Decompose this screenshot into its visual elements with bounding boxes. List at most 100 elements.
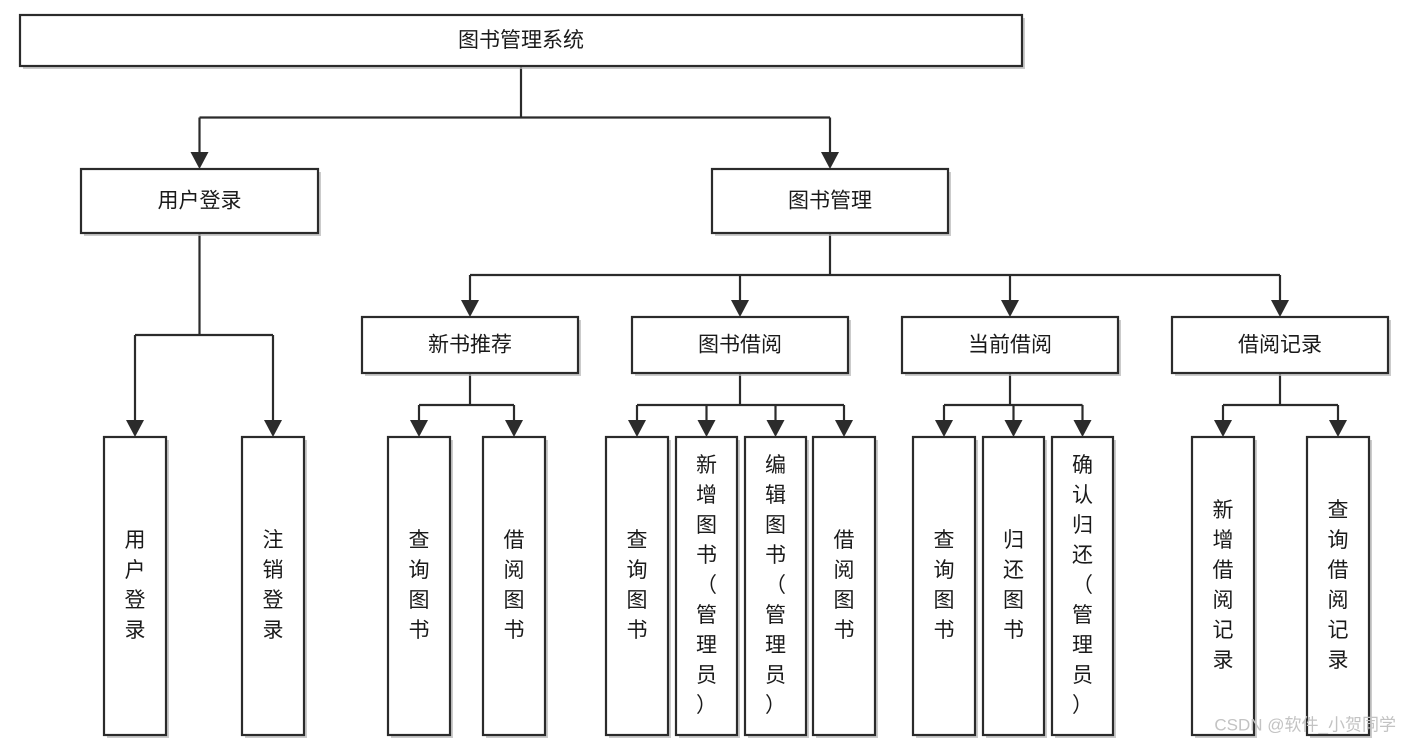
node-rect[interactable] [811,435,877,737]
node-label-char: 书 [504,619,525,642]
node-rect[interactable] [386,435,452,737]
arrow-head-icon [935,420,953,437]
node-label-char: 图 [409,589,430,612]
node-leaf-query-book-current[interactable]: 查询图书 [911,435,978,738]
node-rect[interactable] [360,315,580,375]
node-label: 用户登录 [125,529,146,642]
arrow-head-icon [821,152,839,169]
node-label-char: 新 [1213,499,1234,522]
node-rect[interactable] [604,435,670,737]
node-leaf-borrow-book[interactable]: 借阅图书 [811,435,878,738]
node-label-char: 询 [627,559,648,582]
node-label-char: 书 [934,619,955,642]
node-rect[interactable] [1050,435,1115,737]
node-rect[interactable] [240,435,306,737]
node-label-char: 阅 [1328,589,1349,612]
node-label-char: 录 [263,619,284,642]
node-label-char: 理 [1072,634,1093,657]
node-label: 归还图书 [1003,529,1024,642]
arrow-head-icon [731,300,749,317]
node-label: 查询图书 [409,529,430,642]
node-label: 用户登录 [158,190,242,213]
node-label-char: （ [1072,574,1093,597]
node-rect[interactable] [743,435,808,737]
connector-userlogin-to-leaves [126,233,282,437]
node-label-char: 理 [696,634,717,657]
node-label-char: ） [765,694,786,717]
node-current-borrow[interactable]: 当前借阅 [900,315,1121,376]
node-leaf-query-borrow-record[interactable]: 查询借阅记录 [1305,435,1372,738]
node-label-char: 员 [1072,664,1093,687]
node-rect[interactable] [102,435,168,737]
node-rect[interactable] [481,435,547,737]
node-rect[interactable] [1190,435,1256,737]
node-leaf-query-book-recommend[interactable]: 查询图书 [386,435,453,738]
node-label-char: 查 [934,529,955,552]
node-label-char: 户 [125,559,146,582]
node-leaf-confirm-return-admin[interactable]: 确认归还（管理员） [1050,435,1116,738]
node-label: 查询图书 [934,529,955,642]
node-label-char: 员 [765,664,786,687]
node-rect[interactable] [18,13,1024,68]
node-label-char: （ [696,574,717,597]
node-label-char: 借 [1328,559,1349,582]
node-label-char: 图 [696,514,717,537]
node-rect[interactable] [710,167,950,235]
node-label-char: 增 [696,484,717,507]
node-label-char: 图 [765,514,786,537]
node-leaf-add-book-admin[interactable]: 新增图书（管理员） [674,435,740,738]
node-rect[interactable] [911,435,977,737]
node-label-char: 图 [627,589,648,612]
node-rect[interactable] [981,435,1046,737]
node-leaf-borrow-book-recommend[interactable]: 借阅图书 [481,435,548,738]
node-label-char: 用 [125,529,146,552]
arrow-head-icon [1001,300,1019,317]
node-label-char: 认 [1072,484,1093,507]
node-label-char: 登 [125,589,146,612]
node-label: 借阅图书 [504,529,525,642]
node-label: 确认归还（管理员） [1072,454,1093,717]
arrow-head-icon [1073,420,1092,437]
node-label-char: （ [765,574,786,597]
node-label: 当前借阅 [968,334,1052,357]
node-label-char: 管 [1072,604,1093,627]
arrow-head-icon [264,420,282,437]
node-label-char: 记 [1328,619,1349,642]
connector-bookmgmt-to-level3 [461,233,1289,317]
node-label-char: 图 [934,589,955,612]
arrow-head-icon [835,420,853,437]
node-root[interactable]: 图书管理系统 [18,13,1025,69]
arrow-head-icon [1214,420,1232,437]
node-label-char: 录 [1328,649,1349,672]
node-label-char: 登 [263,589,284,612]
node-book-borrow[interactable]: 图书借阅 [630,315,851,376]
node-borrow-record[interactable]: 借阅记录 [1170,315,1391,376]
node-label-char: 归 [1003,529,1024,552]
node-leaf-add-borrow-record[interactable]: 新增借阅记录 [1190,435,1257,738]
node-leaf-return-book[interactable]: 归还图书 [981,435,1047,738]
node-label: 查询图书 [627,529,648,642]
node-rect[interactable] [79,167,320,235]
node-leaf-logout-login[interactable]: 注销登录 [240,435,307,738]
connector-root-to-level2 [190,66,839,169]
node-rect[interactable] [630,315,850,375]
node-new-book-recommend[interactable]: 新书推荐 [360,315,581,376]
node-rect[interactable] [1170,315,1390,375]
node-leaf-edit-book-admin[interactable]: 编辑图书（管理员） [743,435,809,738]
node-label-char: 阅 [834,559,855,582]
node-leaf-user-login[interactable]: 用户登录 [102,435,169,738]
node-label-char: 查 [1328,499,1349,522]
node-rect[interactable] [900,315,1120,375]
node-leaf-query-book-borrow[interactable]: 查询图书 [604,435,671,738]
node-label-char: 书 [834,619,855,642]
node-label-char: 书 [765,544,786,567]
node-rect[interactable] [674,435,739,737]
node-book-management[interactable]: 图书管理 [710,167,951,236]
node-label-char: 编 [765,454,786,477]
node-label-char: 书 [1003,619,1024,642]
node-label-char: 录 [125,619,146,642]
node-rect[interactable] [1305,435,1371,737]
connector-recommend-to-leaves [410,373,523,437]
node-user-login[interactable]: 用户登录 [79,167,321,236]
